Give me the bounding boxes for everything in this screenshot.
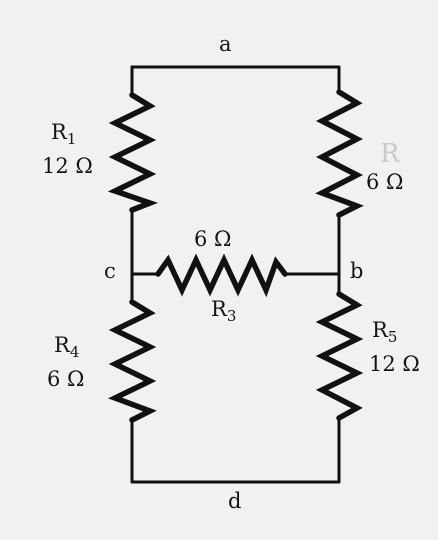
resistor-r3-symbol xyxy=(155,253,288,298)
resistor-r1-name: R1 xyxy=(51,120,76,148)
node-label-b: b xyxy=(350,259,363,283)
resistor-r1-value: 12 Ω xyxy=(42,154,93,178)
resistor-r2-symbol xyxy=(315,89,364,218)
resistor-r4-value: 6 Ω xyxy=(47,367,84,391)
resistor-r3-value: 6 Ω xyxy=(194,227,231,251)
node-label-a: a xyxy=(219,32,232,56)
resistor-r4-symbol xyxy=(108,299,157,423)
resistor-r5-symbol xyxy=(315,291,364,421)
bleed-through-mark: R xyxy=(380,139,401,169)
node-label-c: c xyxy=(104,259,116,283)
resistor-r4-name: R4 xyxy=(54,333,79,361)
resistor-r3-name: R3 xyxy=(211,297,236,325)
resistor-r2-value: 6 Ω xyxy=(366,170,403,194)
resistor-r1-symbol xyxy=(107,92,159,213)
node-label-d: d xyxy=(228,489,241,513)
resistor-r5-value: 12 Ω xyxy=(369,352,420,376)
resistor-r5-name: R5 xyxy=(372,318,397,346)
